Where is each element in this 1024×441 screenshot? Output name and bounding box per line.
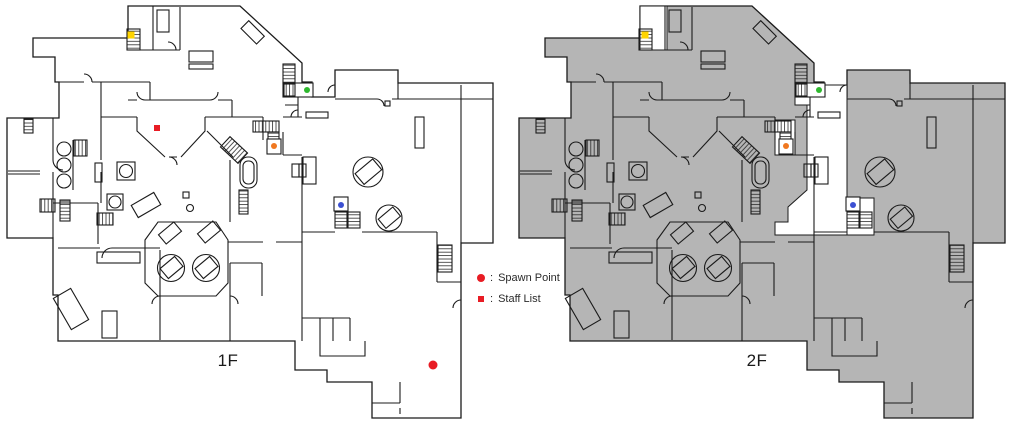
staircase-marker-yellow-2f xyxy=(641,31,649,39)
staircase-marker-green-2f xyxy=(816,87,822,93)
spawn-point-marker-1f xyxy=(428,360,438,370)
legend-label-staff-list: Staff List xyxy=(498,293,541,305)
legend: : Spawn Point : Staff List xyxy=(477,272,560,305)
staircase-marker-green-1f xyxy=(304,87,310,93)
staff-list-icon xyxy=(478,296,484,302)
staircase-marker-orange-1f xyxy=(271,143,277,149)
staircase-marker-orange-2f xyxy=(783,143,789,149)
spawn-point-icon xyxy=(477,274,485,282)
staircase-marker-blue-1f xyxy=(338,202,344,208)
legend-label-spawn-point: Spawn Point xyxy=(498,272,560,284)
staircase-marker-blue-2f xyxy=(850,202,856,208)
floor-label-1f: 1F xyxy=(217,351,239,370)
legend-item-staff-list: : Staff List xyxy=(477,293,560,305)
markers-layer xyxy=(127,31,856,370)
legend-separator: : xyxy=(490,293,494,305)
staircase-marker-yellow-1f xyxy=(127,31,135,39)
legend-separator: : xyxy=(490,272,494,284)
legend-item-spawn-point: : Spawn Point xyxy=(477,272,560,284)
floor-label-2f: 2F xyxy=(746,351,768,370)
staff-list-marker-1f xyxy=(154,125,160,131)
